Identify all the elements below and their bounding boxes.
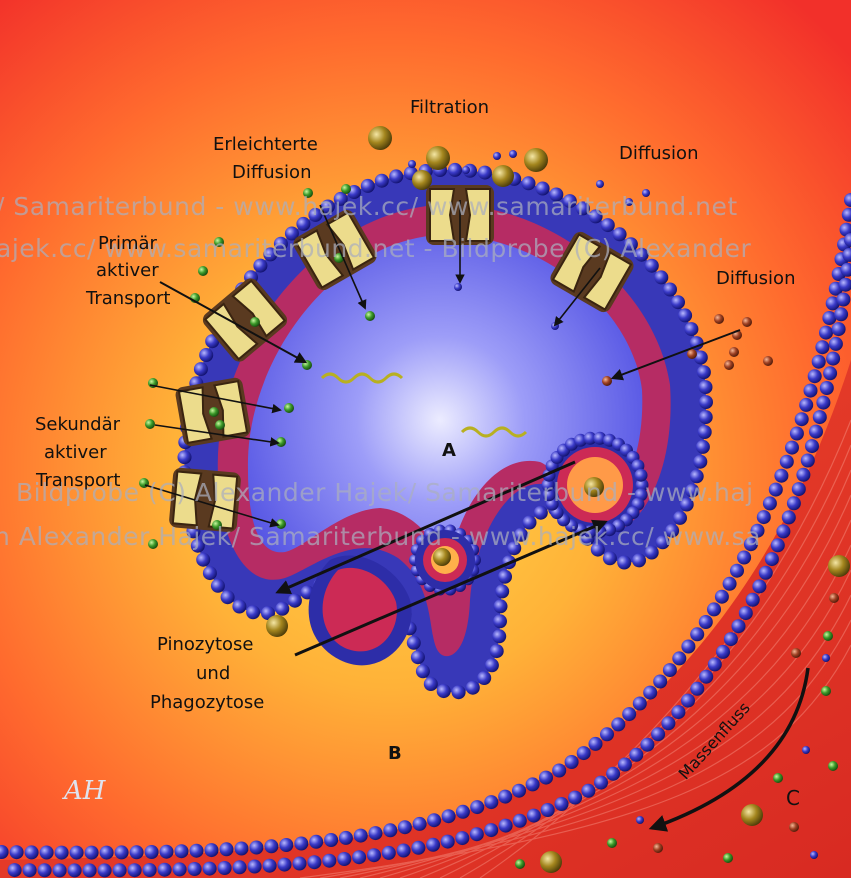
molecule-green [821,686,831,696]
molecule-green [215,420,225,430]
molecule-red [714,314,724,324]
label-facilitated-diffusion-1: Erleichterte [213,134,318,155]
molecule-gold [266,615,288,637]
secondary-transport-arrow-3 [144,484,280,528]
phagocytosis-arrow-in [275,460,576,595]
label-pinocytosis-3: Phagozytose [150,692,265,713]
molecule-red [653,843,663,853]
molecule-blue [493,152,501,160]
molecule-blue [596,180,604,188]
molecule-gold [426,146,450,170]
label-secondary-transport-3: Transport [36,470,121,491]
label-secondary-transport-2: aktiver [44,442,107,463]
label-region-a: A [442,440,456,461]
molecule-red [791,648,801,658]
label-diffusion-right: Diffusion [716,268,796,289]
molecule-green [303,188,313,198]
label-pinocytosis-1: Pinozytose [157,634,254,655]
molecule-blue [551,322,559,330]
watermark-4: n Alexander Hajek/ Samariterbund - www.h… [0,522,762,551]
label-primary-transport-3: Transport [86,288,171,309]
molecule-blue [642,189,650,197]
watermark-2: ajek.cc/ www.samariterbund.net - Bildpro… [0,234,752,263]
watermark-3: Bildprobe (C) Alexander Hajek/ Samariter… [16,478,754,507]
molecule-blue [636,816,644,824]
molecule-blue [802,746,810,754]
label-pinocytosis-2: und [196,663,231,684]
molecule-blue [810,851,818,859]
facilitated-diffusion-protein [293,209,377,291]
molecule-red [724,360,734,370]
artist-signature: AH [64,776,106,806]
label-secondary-transport-1: Sekundär [35,414,121,435]
label-diffusion-top: Diffusion [619,143,699,164]
molecule-green [823,631,833,641]
molecule-red [829,593,839,603]
molecule-green [145,419,155,429]
molecule-green [250,317,260,327]
molecule-blue [462,166,470,174]
molecule-green [214,237,224,247]
molecule-green [276,437,286,447]
molecule-red [763,356,773,366]
secondary-transport-arrow-2 [154,424,280,447]
molecule-green [365,311,375,321]
molecule-green [341,184,351,194]
molecule-red [602,376,612,386]
molecule-green [723,853,733,863]
label-facilitated-diffusion-2: Diffusion [232,162,312,183]
molecule-red [742,317,752,327]
molecule-gold [540,851,562,873]
vessel-membrane [0,193,851,878]
vesicles [308,431,649,666]
watermark-1: / Samariterbund - www.hajek.cc/ www.sama… [0,192,738,221]
label-filtration: Filtration [410,97,490,118]
molecule-green [148,539,158,549]
molecule-red [789,822,799,832]
molecule-blue [625,198,633,206]
molecule-blue [454,283,462,291]
protein-strand-1 [320,372,404,384]
molecule-blue [408,160,416,168]
molecule-green [212,520,222,530]
diffusion-channel [550,231,634,313]
molecule-green [515,859,525,869]
label-primary-transport-2: aktiver [96,260,159,281]
molecule-gold [828,555,850,577]
diffusion-top-arrow [553,267,601,327]
diffusion-right-arrow [610,329,741,381]
phagocytosis-arrow-out [294,519,608,657]
molecule-green [773,773,783,783]
molecule-green [828,761,838,771]
molecule-gold [368,126,392,150]
molecule-blue [822,654,830,662]
label-primary-transport-1: Primär [98,233,157,254]
label-region-b: B [388,743,402,764]
mass-flow-arrow [648,667,810,832]
protein-strand-2 [460,426,528,438]
process-arrows [144,200,810,832]
primary-transport-arrow [159,281,308,364]
molecule-green [209,407,219,417]
filtration-channel [426,185,494,245]
molecule-green [198,266,208,276]
facilitated-diffusion-arrow [319,204,367,310]
molecule-red [687,349,697,359]
molecule-green [607,838,617,848]
molecule-gold [524,148,548,172]
molecule-gold [412,170,432,190]
label-region-c: C [786,786,800,810]
secondary-transport-arrow-1 [149,384,282,414]
molecule-blue [509,150,517,158]
molecule-gold [433,548,451,566]
molecule-gold [584,477,604,497]
molecule-gold [492,165,514,187]
molecule-green [284,403,294,413]
molecule-red [729,347,739,357]
molecule-gold [741,804,763,826]
